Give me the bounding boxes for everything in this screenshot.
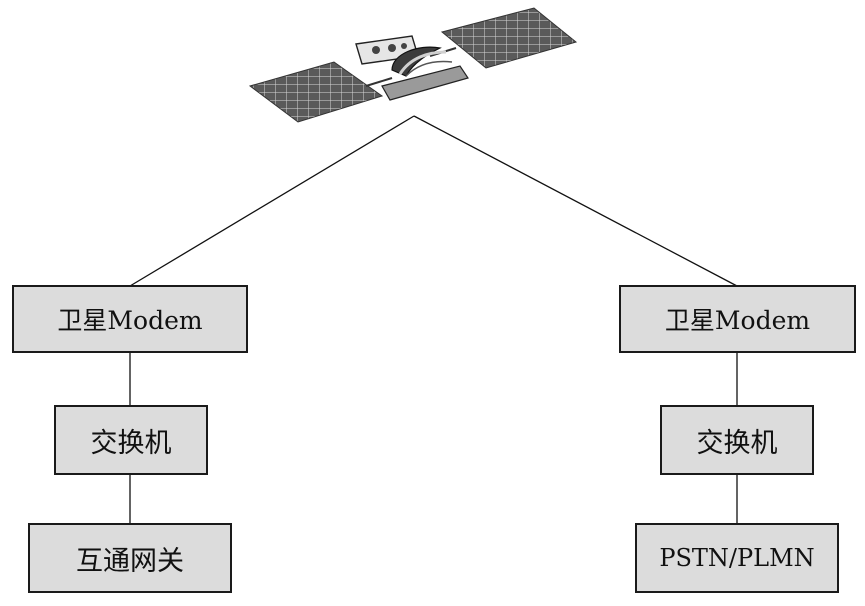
left-gateway-label: 互通网关 [76,545,184,577]
link-satellite-left-modem [129,115,415,287]
right-satellite-modem-box: 卫星Modem [619,285,856,353]
right-satellite-modem-label: 卫星Modem [664,306,811,335]
left-solar-panel [248,61,384,123]
right-solar-panel [440,7,578,69]
right-network-box: PSTN/PLMN [635,523,839,593]
right-network-label: PSTN/PLMN [659,544,815,572]
left-switch-label: 交换机 [90,427,172,459]
satellite-platform [381,65,469,101]
link-satellite-right-modem [413,115,738,287]
left-satellite-modem-label: 卫星Modem [57,306,203,335]
right-switch-box: 交换机 [660,405,814,475]
left-satellite-modem-box: 卫星Modem [12,285,248,353]
left-switch-box: 交换机 [54,405,208,475]
left-gateway-box: 互通网关 [28,523,232,593]
right-switch-label: 交换机 [696,427,778,459]
satellite-icon [248,7,578,123]
